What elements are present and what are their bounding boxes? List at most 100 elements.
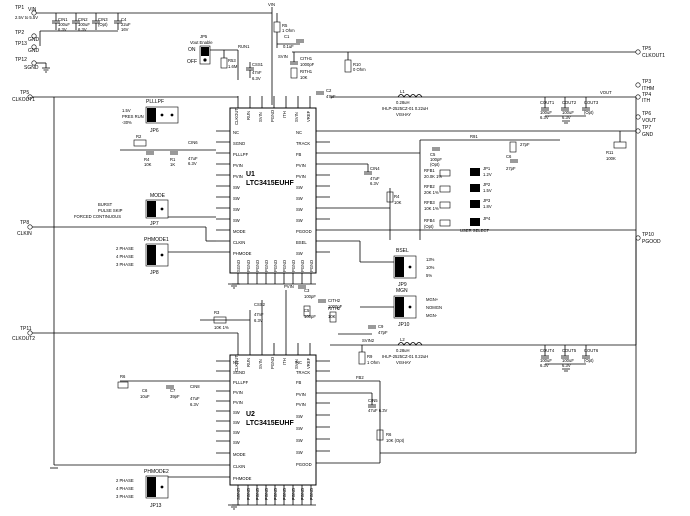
svg-text:6.3V: 6.3V [254, 318, 263, 323]
jp10-jumper[interactable]: MGN MGN+ NOMGN MGN- JP10 [360, 288, 442, 328]
u2-bottom-pin: PGND [309, 488, 314, 500]
jp10-opt: MGN+ [426, 297, 439, 302]
tp5-label: CLKOUT1 [12, 97, 35, 103]
jp5-jumper[interactable]: JP5 Vout Enable ON OFF RUN1 R53 1.6M [187, 34, 250, 80]
c4-cap: C4 22uF 16V [114, 13, 131, 32]
u1-right-pin: SW [296, 218, 303, 223]
c3-ref: R4 [144, 157, 150, 162]
rfb1-ref: RFB1 [424, 168, 435, 173]
cith2-ref: C3 [304, 288, 310, 293]
u1-bottom-pin: PGND [255, 260, 260, 272]
u1-right-pin: SW [296, 207, 303, 212]
svg-text:1.6M: 1.6M [228, 64, 238, 69]
u1-right-pin: FB [296, 152, 302, 157]
jp8-opt: 2 PHASE [116, 246, 134, 251]
l2-maker: VISHAY [396, 360, 411, 365]
jp2-jumper[interactable]: JP2 1.5V [470, 182, 492, 193]
l1-maker: VISHAY [396, 112, 411, 117]
svg-text:6.3V: 6.3V [190, 402, 199, 407]
jp6-jumper[interactable]: PLLLPF 1.5V PRES RUN -30% JP6 [122, 99, 179, 134]
u2-right-pin: FB [296, 380, 302, 385]
tp8-label: CLKIN [17, 231, 32, 237]
tp4-label: ITHM [642, 86, 654, 92]
cout5-value: 100uF [562, 358, 574, 363]
l1-inductor: L1 0.28uH IHLP-2525CZ-01 0.22uH VISHAY [382, 89, 428, 117]
tp2-ref: TP2 [15, 30, 24, 36]
u2-right-pin: SW [296, 414, 303, 419]
r10-ref: R10 [353, 62, 361, 67]
c4-value: 22uF [121, 22, 131, 27]
cout1-rating: 6.3V [540, 115, 549, 120]
u2-left-pin: SGND [233, 370, 245, 375]
svg-text:CIN6: CIN6 [188, 140, 198, 145]
r11-ref: R11 [606, 150, 614, 155]
svg-text:6.3V: 6.3V [252, 76, 261, 81]
jp7-opt: FORCED CONTINUOUS [74, 214, 121, 219]
jp13-jumper[interactable]: PHMODE2 2 PHASE 4 PHASE 3 PHASE JP13 [116, 469, 216, 509]
jp3-value: 1.8V [483, 204, 492, 209]
u2-left-pin: CLKIN [233, 464, 245, 469]
tp5-ref: TP5 [20, 90, 29, 96]
u2-pll-filter: R6 C6 10uF C7 39pF CIN8 47uF 6.3V [117, 374, 216, 407]
u1-bottom-pin: PGND [246, 260, 251, 272]
jp1-value: 1.2V [483, 172, 492, 177]
jp4-jumper[interactable]: JP4 USER SELECT [460, 216, 491, 233]
jp8-jumper[interactable]: PHMODE1 2 PHASE 4 PHASE 3 PHASE JP8 [116, 237, 216, 276]
jp3-jumper[interactable]: JP3 1.8V [470, 198, 492, 209]
jp10-title: MGN [396, 288, 408, 294]
r5-ref: R5 [282, 23, 288, 28]
u1-left-pin: SW [233, 185, 240, 190]
u2-top-pin: SVIN [258, 359, 263, 369]
jp5-on: ON [188, 47, 196, 53]
c9-ref: CITH2 [328, 298, 341, 303]
u1-bottom-pin: PGND [291, 260, 296, 272]
rfb4-resistor: RFB4 (Opt) [424, 218, 451, 229]
r8-ref: R9 [367, 354, 373, 359]
tp1-ref: TP1 [15, 5, 24, 11]
vout-net: VOUT [600, 90, 612, 95]
jp9-ref: JP9 [398, 282, 407, 288]
jp6-title: PLLLPF [146, 99, 164, 105]
u1-left-pin: SW [233, 207, 240, 212]
rfb4-ref: RFB4 [424, 218, 435, 223]
c5-value: 1K [170, 162, 175, 167]
jp10-ref: JP10 [398, 322, 410, 328]
jp9-opt: 10% [426, 265, 435, 270]
u2-right-pin: PVIN [296, 402, 306, 407]
u1-top-pin: CLKOUT [234, 108, 239, 125]
vin-net: VIN [268, 2, 275, 7]
jp1-ref: JP1 [483, 166, 491, 171]
output-stage-1: TP3 ITHM TP4 ITH TP6 VOUT TP7 GND L1 0.2… [330, 79, 656, 138]
tp3-ref: TP5 [642, 46, 651, 52]
c6-cap: C6 27pF [506, 154, 518, 171]
tp7-ref: TP6 [642, 111, 651, 117]
tp7-label: VOUT [642, 118, 656, 124]
tp6-ref: TP4 [642, 92, 651, 98]
jp7-jumper[interactable]: MODE BURST PULSE SKIP FORCED CONTINUOUS … [74, 193, 216, 227]
u2-run-network: R3 10K 1% CSS2 47nF 6.3V [200, 300, 266, 343]
u2-top-pin: SVIN [294, 359, 299, 369]
jp8-opt: 3 PHASE [116, 262, 134, 267]
u2-top-pin: CLKOUT [234, 355, 239, 372]
r5-value: 1 Ohm [282, 28, 295, 33]
u1-left-pin: NC [233, 130, 239, 135]
jp6-opt: PRES RUN [122, 114, 144, 119]
tp13-label: GND [28, 48, 40, 54]
svg-text:R53: R53 [228, 58, 236, 63]
u2-part: LTC3415EUHF [246, 420, 294, 427]
jp9-title: BSEL [396, 248, 409, 254]
svg-text:SVIN2: SVIN2 [362, 338, 375, 343]
u2-top-pin: RUN [246, 358, 251, 367]
input-section: TP1 VIN 2.5V to 5.5V VIN CIN1 100uF 6.3V… [15, 2, 275, 105]
jp9-jumper[interactable]: BSEL 13% 10% 5% JP9 [360, 248, 435, 288]
cout6-value: (Opt) [584, 358, 594, 363]
svg-text:10uF: 10uF [140, 394, 150, 399]
tp2-label: GND [28, 37, 40, 43]
tp6-label: ITH [642, 98, 650, 104]
svg-text:6.3V: 6.3V [188, 161, 197, 166]
tp11-ref: TP11 [20, 326, 32, 332]
c5-ref: R1 [170, 157, 176, 162]
jp7-opt: PULSE SKIP [98, 208, 123, 213]
jp1-jumper[interactable]: JP1 1.2V [470, 166, 492, 177]
jp2-ref: JP2 [483, 182, 491, 187]
